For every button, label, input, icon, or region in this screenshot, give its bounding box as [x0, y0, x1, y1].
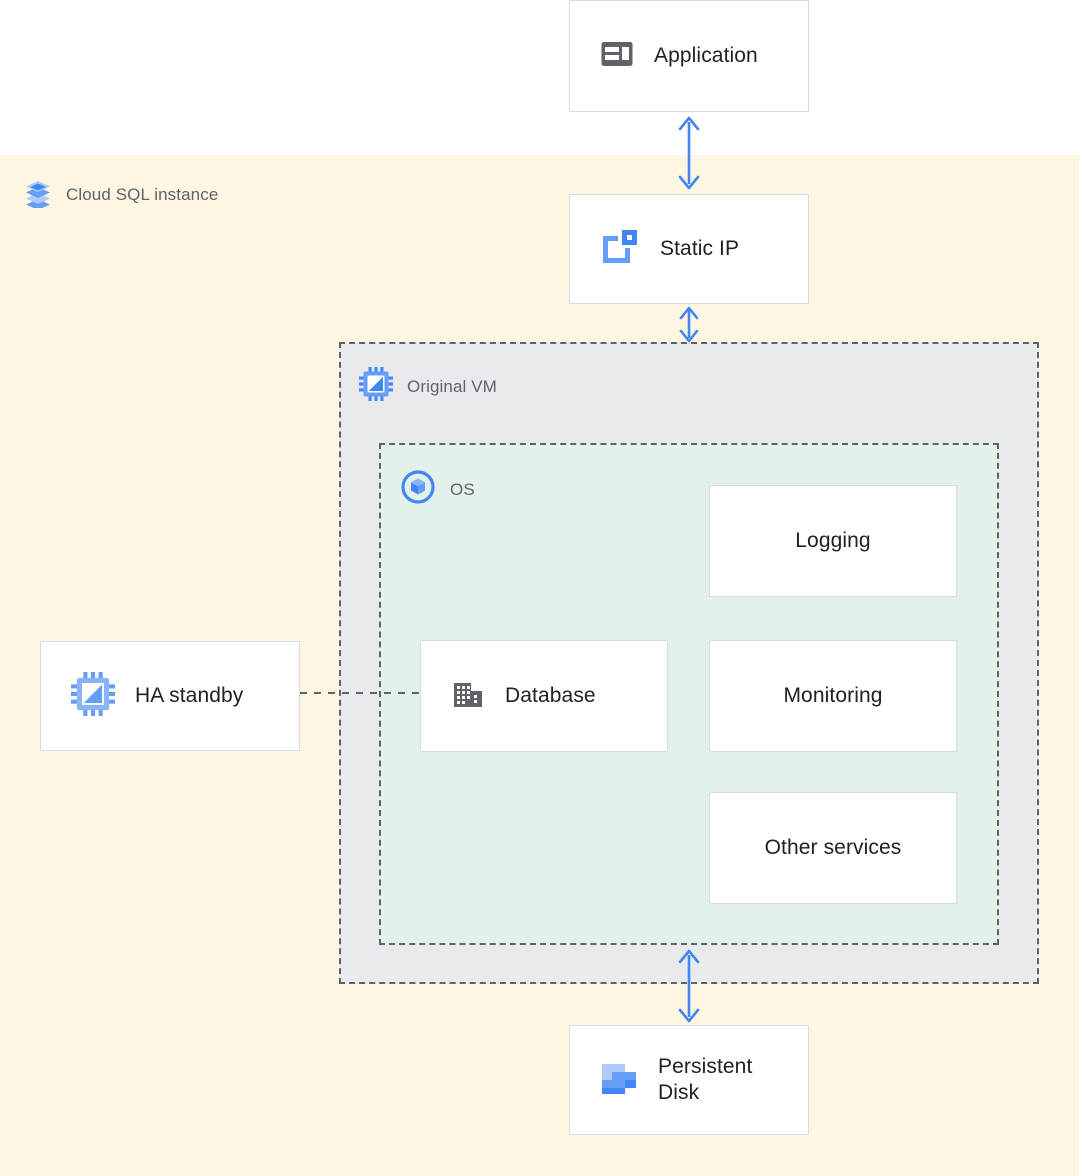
node-other-services-label: Other services	[764, 835, 902, 859]
node-database-label: Database	[505, 683, 596, 707]
original-vm-label: Original VM	[407, 376, 497, 396]
connector-static-ip-to-original-vm	[673, 304, 705, 344]
node-static-ip-label: Static IP	[660, 236, 740, 260]
cloud-sql-instance-label: Cloud SQL instance	[66, 184, 219, 204]
cloud-sql-stacked-layers-icon	[22, 176, 54, 213]
cloud-sql-instance-label-group: Cloud SQL instance	[22, 176, 218, 213]
node-static-ip[interactable]: Static IP	[569, 194, 809, 304]
persistent-disk-label-line1: Persistent	[658, 1055, 753, 1079]
cpu-chip-icon	[359, 367, 393, 406]
cpu-chip-icon	[71, 671, 115, 721]
node-logging-label: Logging	[795, 528, 871, 552]
original-vm-label-group: Original VM	[359, 367, 497, 406]
node-logging[interactable]: Logging	[709, 485, 957, 597]
static-ip-square-icon	[600, 228, 640, 271]
connector-ha-standby-to-database	[300, 689, 424, 697]
os-label-group: OS	[400, 469, 475, 510]
node-database[interactable]: Database	[420, 640, 668, 752]
connector-original-vm-to-persistent-disk	[673, 945, 705, 1027]
os-cube-circle-icon	[400, 469, 436, 510]
building-database-icon	[451, 677, 485, 716]
persistent-disk-label-line2: Disk	[658, 1081, 700, 1104]
node-ha-standby[interactable]: HA standby	[40, 641, 300, 751]
node-application-label: Application	[654, 43, 758, 67]
dashboard-layout-icon	[600, 37, 634, 76]
os-label: OS	[450, 479, 475, 499]
persistent-disk-icon	[600, 1059, 638, 1102]
node-application[interactable]: Application	[569, 0, 809, 112]
connector-application-to-static-ip	[673, 112, 705, 194]
node-monitoring[interactable]: Monitoring	[709, 640, 957, 752]
node-ha-standby-label: HA standby	[135, 683, 244, 707]
node-monitoring-label: Monitoring	[783, 683, 883, 707]
node-other-services[interactable]: Other services	[709, 792, 957, 904]
